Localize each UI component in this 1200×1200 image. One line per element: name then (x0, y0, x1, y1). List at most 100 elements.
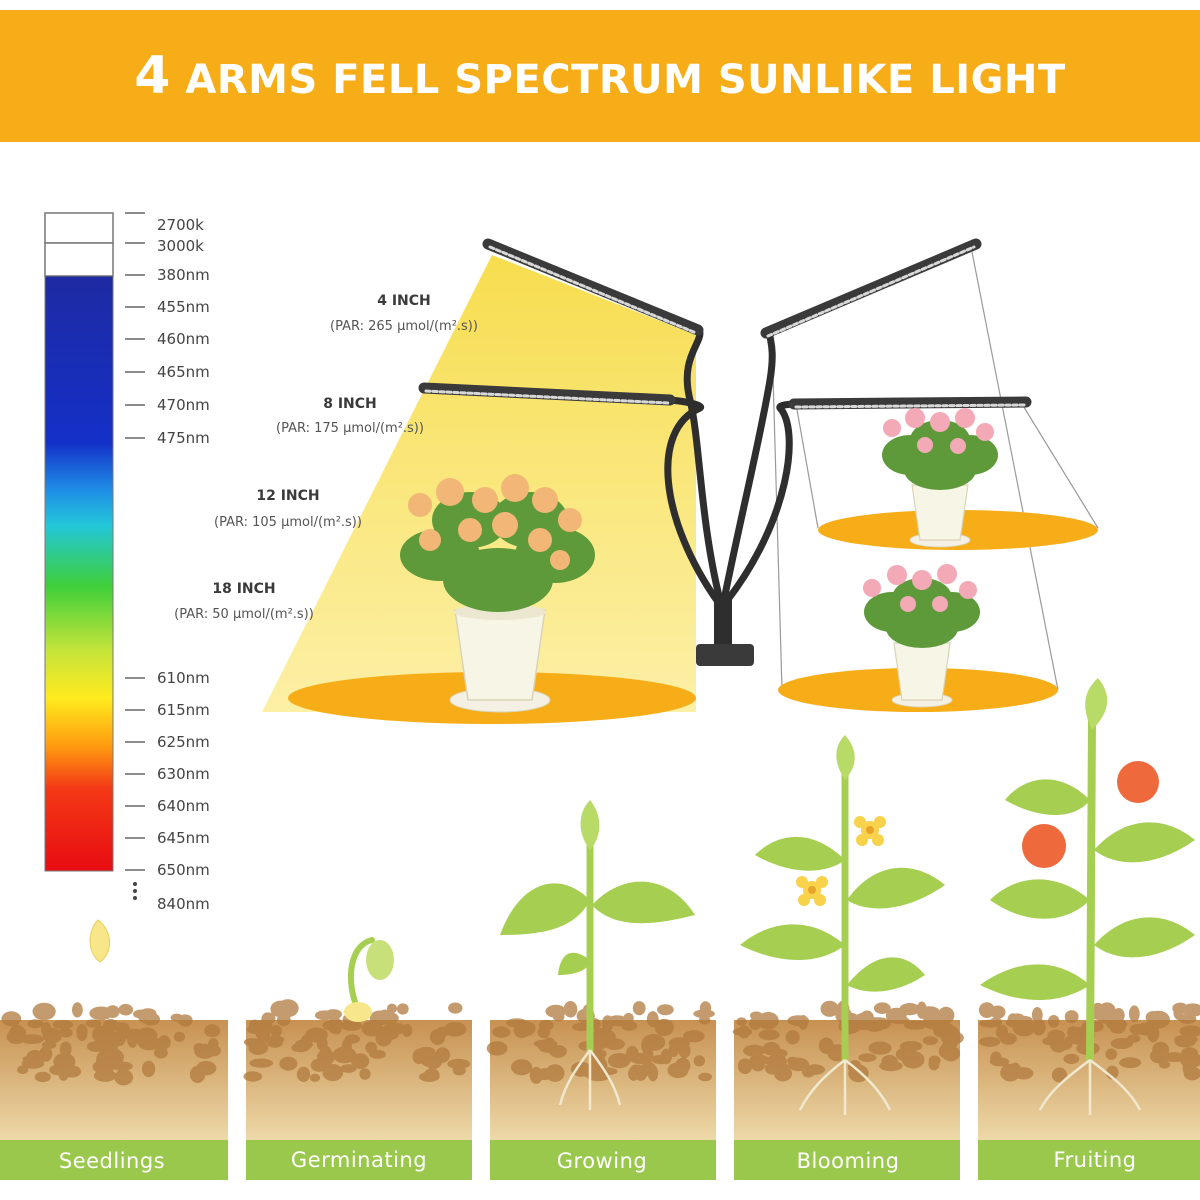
soil-pebble (750, 1057, 766, 1072)
soil-pebble (85, 1019, 102, 1028)
soil-pebble (933, 1024, 953, 1038)
soil-pebble (102, 1019, 119, 1032)
soil-pebble (1182, 1003, 1200, 1017)
spectrum-bar (44, 212, 114, 872)
spectrum-label: 3000k (157, 237, 204, 255)
blooming-plant-icon (740, 735, 945, 1115)
spectrum-label: 460nm (157, 330, 210, 348)
soil-pebble (261, 1012, 273, 1027)
soil-pebble (990, 1051, 1002, 1066)
soil-pebble (114, 1022, 130, 1033)
soil-pebble (621, 1020, 638, 1031)
soil-pebble (785, 1030, 800, 1045)
soil-pebble (1031, 1007, 1043, 1023)
soil-pebble (263, 1035, 285, 1044)
spectrum-label: 455nm (157, 298, 210, 316)
soil-pebble (385, 1022, 407, 1035)
soil-pebble (1173, 1004, 1184, 1021)
spectrum-labels: 2700k 3000k 380nm 455nm 460nm 465nm 470n… (157, 216, 210, 913)
tomato-icon (1022, 824, 1066, 868)
soil-pebble (1181, 1047, 1198, 1059)
soil-pebble (1, 1011, 22, 1027)
seedling-plant-icon (500, 800, 695, 1110)
soil-pebble (157, 1035, 171, 1050)
soil-pebble (883, 1059, 896, 1071)
soil-pebble (34, 1071, 51, 1083)
soil-pebble (632, 1001, 646, 1016)
soil-pebble (607, 1053, 631, 1069)
spectrum-label: 625nm (157, 733, 210, 751)
soil-pebble (942, 1039, 958, 1050)
soil-pebble (1114, 1038, 1133, 1049)
soil-pebble (279, 1056, 298, 1071)
soil-pebble (647, 1065, 659, 1082)
soil-pebble (563, 1001, 578, 1018)
soil-pebble (25, 1049, 44, 1068)
potted-flower-icon (400, 474, 595, 713)
spectrum-label: 610nm (157, 669, 210, 687)
soil-pebble (737, 1058, 753, 1074)
soil-pebble (52, 1019, 74, 1030)
soil-pebble (592, 1028, 609, 1046)
stage-label: Growing (557, 1149, 647, 1173)
soil-pebble (341, 1020, 362, 1031)
soil-pebble (1128, 1005, 1140, 1023)
soil-pebble (899, 1041, 923, 1052)
soil-pebble (72, 1002, 83, 1018)
soil-pebble (36, 1006, 49, 1015)
soil-pebble (486, 1041, 508, 1056)
soil-pebble (20, 1034, 44, 1044)
soil-pebble (1182, 1026, 1194, 1036)
soil-pebble (58, 1027, 73, 1038)
soil-pebble (738, 1025, 751, 1039)
soil-pebble (376, 1011, 399, 1025)
spectrum-label: 475nm (157, 429, 210, 447)
potted-flower-icon (863, 564, 980, 708)
soil-pebble (623, 1012, 634, 1024)
potted-flower-icon (882, 408, 998, 548)
soil-pebble (641, 1034, 666, 1051)
soil-pebble (736, 1017, 747, 1026)
soil-pebble (545, 1004, 567, 1018)
soil-pebble (126, 1029, 139, 1048)
soil-pebble (537, 1026, 551, 1039)
tomato-plant-icon (980, 678, 1195, 1115)
soil-pebble (27, 1019, 44, 1029)
soil-pebble (1005, 1018, 1023, 1028)
soil-pebble (1063, 1053, 1080, 1064)
soil-pebble (322, 1064, 344, 1082)
soil-pebble (860, 1010, 874, 1025)
soil-pebble (1174, 1035, 1196, 1048)
soil-pebble (990, 1005, 1006, 1019)
soil-pebble (276, 1013, 291, 1027)
soil-pebble (322, 1020, 336, 1031)
soil-pebble (787, 1015, 810, 1026)
spectrum-label: 380nm (157, 266, 210, 284)
soil-pebble (698, 1016, 711, 1025)
soil-pebble (369, 1049, 386, 1059)
soil-pebble (899, 1003, 921, 1016)
flower-icon (854, 816, 886, 846)
soil-pebble (1105, 1048, 1118, 1060)
soil-pebble (1064, 1010, 1079, 1024)
soil-pebble (300, 1034, 312, 1048)
soil-pebble (515, 1021, 536, 1031)
soil-pebble (1064, 1035, 1080, 1044)
distance-title: 18 INCH (212, 581, 275, 597)
soil-pebble (142, 1060, 156, 1078)
soil-pebble (657, 1004, 674, 1016)
soil-pebble (177, 1014, 193, 1027)
soil-pebble (922, 1012, 935, 1022)
soil-pebble (424, 1068, 440, 1082)
stage-label: Blooming (797, 1149, 900, 1173)
distance-par: (PAR: 265 μmol/(m².s)) (330, 319, 478, 334)
soil-pebble (758, 1018, 771, 1029)
soil-pebble (8, 1024, 26, 1043)
soil-pebble (249, 1058, 274, 1068)
distance-par: (PAR: 175 μmol/(m².s)) (276, 421, 424, 436)
soil-pebble (773, 1048, 788, 1058)
soil-pebble (89, 1006, 113, 1021)
soil-pebble (668, 1043, 679, 1058)
soil-pebble (351, 1053, 370, 1069)
